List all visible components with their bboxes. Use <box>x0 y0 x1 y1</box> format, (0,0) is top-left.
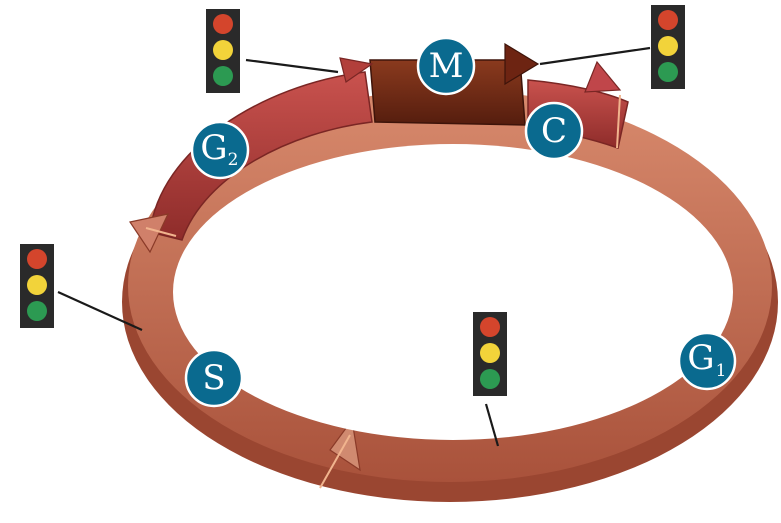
ring-inner-hole <box>173 144 733 440</box>
traffic-light-icon-g1 <box>473 312 507 396</box>
phase-badge-g2: G 2 <box>190 120 250 180</box>
phase-badge-g1: G 1 <box>677 331 737 391</box>
phase-label-g1: G <box>687 338 714 378</box>
checkpoint-line-g2-m <box>245 58 339 74</box>
phase-badge-m: M <box>416 36 476 96</box>
arrow-head-g2 <box>339 57 374 83</box>
phase-label-m: M <box>429 46 464 86</box>
phase-badge-s: S <box>184 348 244 408</box>
phase-label-s: S <box>202 358 225 398</box>
arrow-head-m <box>504 42 540 86</box>
segment-divider-s-g2 <box>145 227 177 237</box>
segment-divider-g1-s <box>319 434 351 489</box>
ring-segment-g2 <box>149 71 373 241</box>
phase-badge-c: C <box>524 101 584 161</box>
checkpoint-line-g1 <box>484 403 500 447</box>
traffic-light-icon-m-c <box>651 5 685 89</box>
checkpoint-line-m-c <box>539 46 651 66</box>
checkpoint-line-g1-s <box>57 290 143 332</box>
phase-subscript-g2: 2 <box>228 150 239 170</box>
segment-divider-c-g1 <box>616 94 621 149</box>
traffic-light-icon-g2-m <box>206 9 240 93</box>
arrow-head-c <box>584 60 622 93</box>
phase-label-g2: G <box>200 128 227 168</box>
phase-subscript-g1: 1 <box>716 361 727 381</box>
traffic-light-icon-g1-s <box>20 244 54 328</box>
arrow-head-s <box>129 213 170 254</box>
phase-label-c: C <box>541 111 567 151</box>
